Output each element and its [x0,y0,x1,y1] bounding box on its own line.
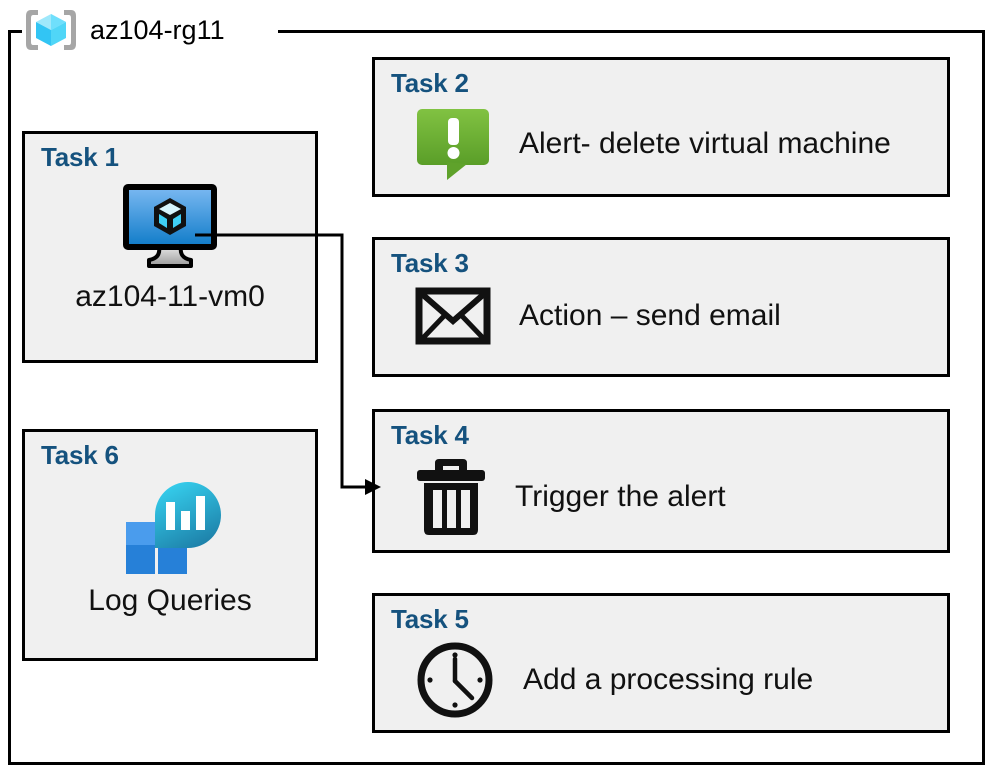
task-content-row: Trigger the alert [415,456,726,538]
log-analytics-icon [118,480,222,574]
task-content-row: Alert- delete virtual machine [415,106,891,182]
envelope-icon [415,286,491,346]
task-card-task2[interactable]: Task 2 Alert- delete virtual machine [372,57,950,197]
task-caption: Log Queries [88,584,252,617]
task-card-task1[interactable]: Task 1 [22,131,318,363]
icon-container [25,480,315,574]
virtual-machine-icon [123,184,217,270]
task-label: Task 3 [391,248,469,278]
alert-exclamation-icon [415,106,491,182]
task-card-task3[interactable]: Task 3 Action – send email [372,237,950,377]
task-text: Alert- delete virtual machine [519,127,891,160]
task-label: Task 6 [41,440,119,470]
task-text: Action – send email [519,299,781,332]
resource-group-header: az104-rg11 [22,3,225,57]
task-content-row: Add a processing rule [415,640,813,720]
task-text: Add a processing rule [523,663,814,696]
task-caption: az104-11-vm0 [75,280,265,313]
task-label: Task 5 [391,604,469,634]
trash-icon [415,456,487,538]
task-card-task5[interactable]: Task 5 Add a processing rule [372,593,950,733]
task-text: Trigger the alert [515,480,726,513]
task-label: Task 2 [391,68,469,98]
task-label: Task 1 [41,142,119,172]
task-content-row: Action – send email [415,286,781,346]
resource-group-name: az104-rg11 [90,14,225,45]
clock-icon [415,640,495,720]
task-label: Task 4 [391,420,469,450]
azure-resource-group-icon [22,7,80,53]
task-card-task6[interactable]: Task 6 Log Q [22,429,318,661]
icon-container [25,184,315,270]
task-card-task4[interactable]: Task 4 Trigger the alert [372,409,950,553]
